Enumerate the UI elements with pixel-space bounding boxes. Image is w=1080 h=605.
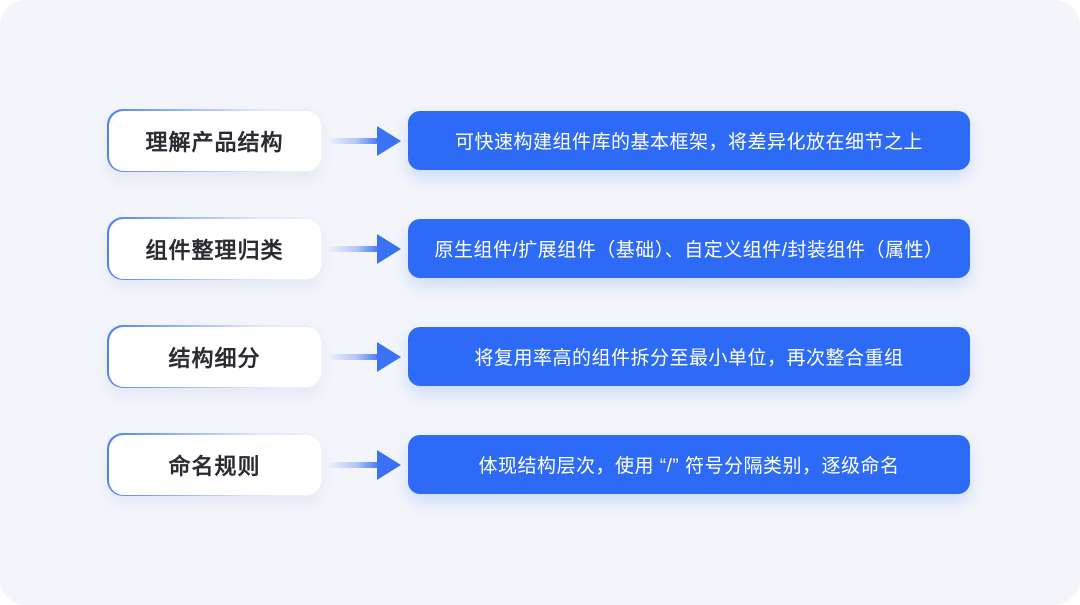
arrow-right-icon [322,449,408,480]
diagram-row-understand-structure: 理解产品结构 可快速构建组件库的基本框架，将差异化放在细节之上 [107,109,970,172]
step-description: 可快速构建组件库的基本框架，将差异化放在细节之上 [454,132,923,153]
step-label-box: 组件整理归类 [107,217,322,280]
step-description-bar: 体现结构层次，使用 “/” 符号分隔类别，逐级命名 [408,435,970,494]
step-label: 命名规则 [168,453,261,479]
step-label-box-inner: 结构细分 [108,326,321,387]
step-label-box-inner: 组件整理归类 [108,218,321,279]
step-label-box: 结构细分 [107,325,322,388]
arrow-shaft [329,461,379,468]
arrow-right-icon [322,233,408,264]
arrow-head [377,341,401,372]
step-label-box-inner: 命名规则 [108,434,321,495]
arrow-head [377,233,401,264]
step-description-bar: 原生组件/扩展组件（基础）、自定义组件/封装组件（属性） [408,219,970,278]
step-description: 体现结构层次，使用 “/” 符号分隔类别，逐级命名 [478,456,900,477]
arrow-shaft [329,245,379,252]
step-label-box-inner: 理解产品结构 [108,110,321,171]
diagram-row-structure-subdivision: 结构细分 将复用率高的组件拆分至最小单位，再次整合重组 [107,325,970,388]
step-description: 原生组件/扩展组件（基础）、自定义组件/封装组件（属性） [434,240,944,261]
arrow-shaft [329,353,379,360]
step-label-box: 命名规则 [107,433,322,496]
arrow-shaft [329,137,379,144]
step-label: 理解产品结构 [145,129,284,155]
diagram-row-organize-components: 组件整理归类 原生组件/扩展组件（基础）、自定义组件/封装组件（属性） [107,217,970,280]
arrow-head [377,449,401,480]
diagram-row-naming-rules: 命名规则 体现结构层次，使用 “/” 符号分隔类别，逐级命名 [107,433,970,496]
arrow-right-icon [322,125,408,156]
arrow-right-icon [322,341,408,372]
step-label: 组件整理归类 [145,237,284,263]
step-label-box: 理解产品结构 [107,109,322,172]
step-description-bar: 可快速构建组件库的基本框架，将差异化放在细节之上 [408,111,970,170]
step-description-bar: 将复用率高的组件拆分至最小单位，再次整合重组 [408,327,970,386]
step-description: 将复用率高的组件拆分至最小单位，再次整合重组 [474,348,904,369]
step-label: 结构细分 [168,345,261,371]
arrow-head [377,125,401,156]
